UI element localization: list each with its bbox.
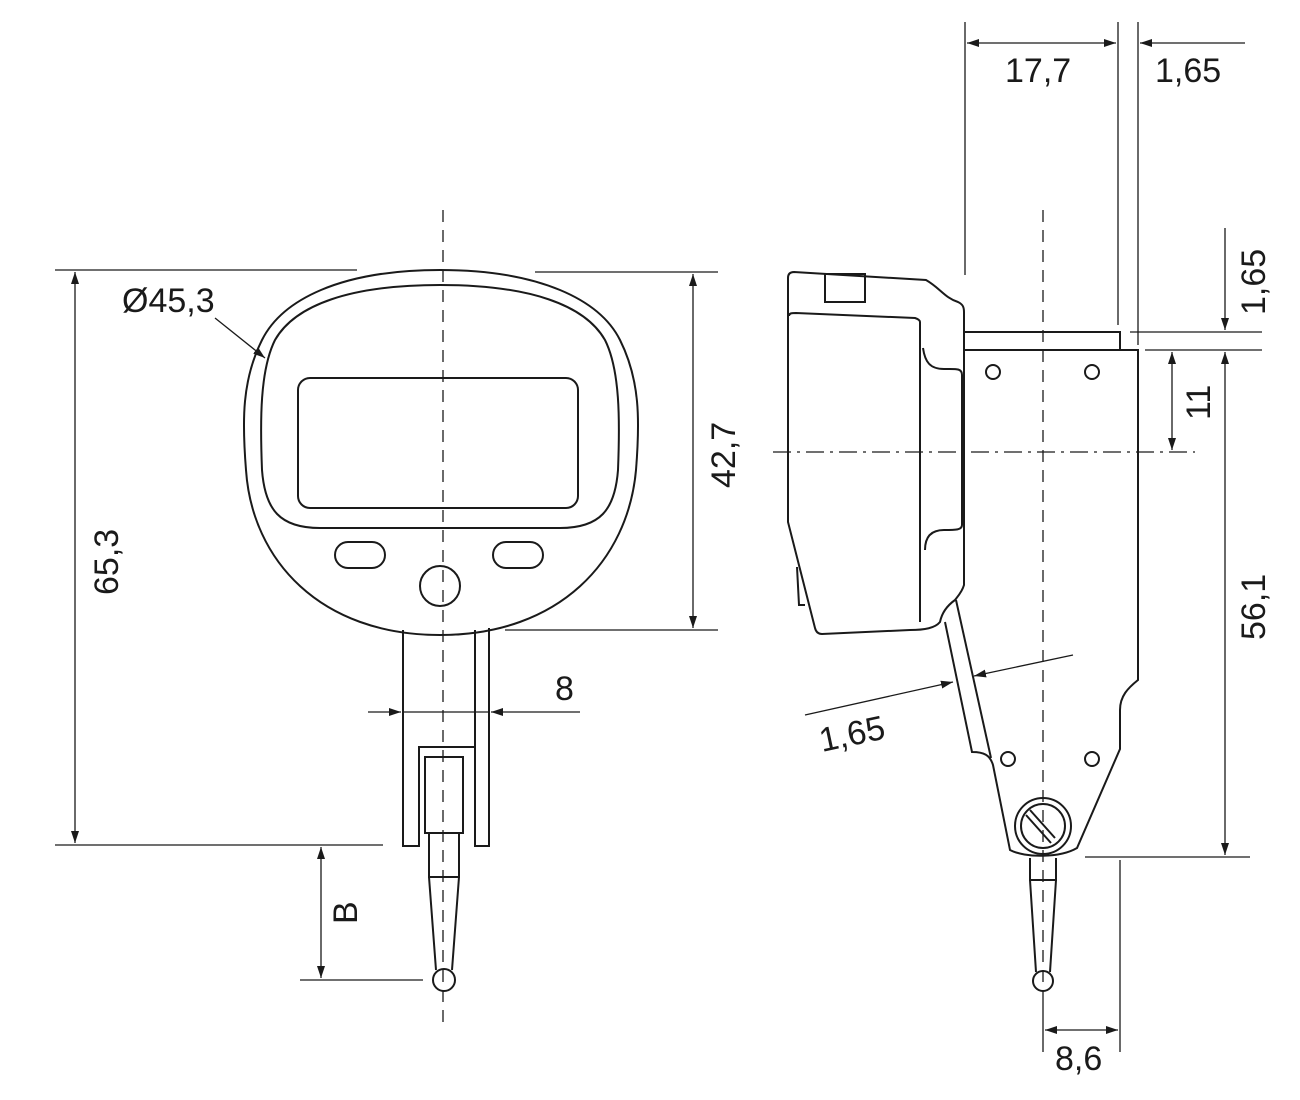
- side-probe-ball: [1032, 970, 1054, 992]
- probe-length-label: B: [327, 901, 365, 924]
- dial-bezel: [260, 283, 620, 529]
- plate-height-label: 56,1: [1235, 574, 1273, 640]
- stem-width-label: 8: [555, 670, 574, 708]
- left-button: [334, 541, 386, 569]
- side-body: [787, 270, 965, 636]
- probe-offset-label: 8,6: [1055, 1040, 1102, 1078]
- mounting-hole: [1084, 364, 1100, 380]
- total-height-label: 65,3: [88, 529, 126, 595]
- dimension-line: [973, 654, 1074, 678]
- leader-line: [214, 317, 266, 359]
- probe-stylus: [428, 833, 460, 971]
- dial-housing: [242, 268, 640, 637]
- top-offset-label: 1,65: [1235, 249, 1273, 315]
- probe-ball: [432, 968, 456, 992]
- lcd-display: [297, 377, 579, 509]
- mounting-hole: [1084, 751, 1100, 767]
- right-button: [492, 541, 544, 569]
- center-button: [419, 565, 461, 607]
- center-offset-label: 11: [1180, 385, 1218, 420]
- plate-offset-label: 1,65: [1155, 52, 1221, 90]
- side-bottom-tab: [796, 566, 805, 606]
- depth-label: 17,7: [1005, 52, 1071, 90]
- screw-ring: [1014, 797, 1072, 855]
- stem-holder: [402, 628, 490, 847]
- screw-head: [1020, 803, 1066, 849]
- stem-clamp: [424, 756, 464, 834]
- mounting-hole: [985, 364, 1001, 380]
- side-cover: [788, 311, 921, 622]
- mounting-hole: [1000, 751, 1016, 767]
- arm-thickness-label: 1,65: [816, 709, 889, 760]
- side-view: 17,7 1,65 1,65 11 56,1 8,6 1,65: [773, 22, 1273, 1078]
- diameter-label: Ø45,3: [122, 282, 215, 320]
- side-bracket: [922, 347, 963, 551]
- front-view: 65,3 42,7 8 B Ø45,3: [55, 210, 743, 1025]
- body-height-label: 42,7: [705, 422, 743, 488]
- mounting-plate: [944, 331, 1139, 857]
- arm-edge: [955, 599, 992, 759]
- side-probe-stylus: [1029, 858, 1057, 973]
- screw-slot: [1025, 809, 1056, 844]
- dimension-line: [804, 680, 954, 716]
- side-top-tab: [824, 273, 866, 303]
